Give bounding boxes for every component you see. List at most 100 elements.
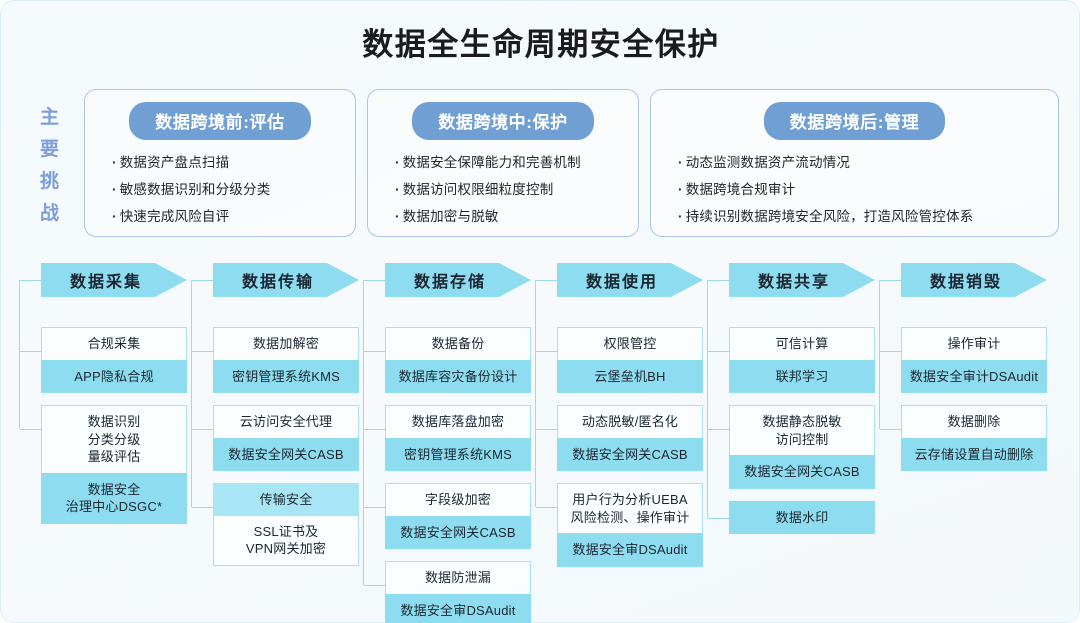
- challenges-label-char: 主: [39, 106, 60, 128]
- bracket-stub: [20, 280, 42, 281]
- stage-header[interactable]: 数据共享: [729, 263, 875, 297]
- challenge-item-list: 动态监测数据资产流动情况数据跨境合规审计持续识别数据跨境安全风险，打造风险管控体…: [665, 151, 1044, 225]
- group-head-cell[interactable]: 合规采集: [41, 327, 187, 360]
- stage-bracket-connector: [707, 280, 730, 519]
- challenge-item: 持续识别数据跨境安全风险，打造风险管控体系: [678, 205, 1044, 225]
- challenge-item: 动态监测数据资产流动情况: [678, 151, 1044, 171]
- challenge-item-list: 数据资产盘点扫描敏感数据识别和分级分类快速完成风险自评: [99, 151, 341, 225]
- group-head-cell[interactable]: 数据加解密: [213, 327, 359, 360]
- group-head-cell[interactable]: 数据备份: [385, 327, 531, 360]
- bracket-stub: [20, 429, 42, 431]
- group-head-cell[interactable]: 操作审计: [901, 327, 1047, 360]
- group-body-cell[interactable]: 数据安全审计DSAudit: [901, 359, 1047, 394]
- group-body-cell[interactable]: 数据库容灾备份设计: [385, 359, 531, 394]
- group-body-cell[interactable]: SSL证书及 VPN网关加密: [213, 515, 359, 566]
- challenge-pill: 数据跨境中:保护: [412, 102, 594, 140]
- group-head-cell[interactable]: 传输安全: [213, 483, 359, 516]
- group-body-cell[interactable]: APP隐私合规: [41, 359, 187, 394]
- group-body-cell[interactable]: 数据安全网关CASB: [557, 437, 703, 472]
- challenge-card-during: 数据跨境中:保护数据安全保障能力和完善机制数据访问权限细粒度控制数据加密与脱敏: [367, 89, 639, 237]
- stage-group: 可信计算联邦学习: [729, 327, 875, 394]
- bracket-stub: [880, 280, 902, 281]
- stage-bracket-connector: [19, 280, 42, 431]
- stage-group: 数据删除云存储设置自动删除: [901, 405, 1047, 472]
- stage-bracket-connector: [191, 280, 214, 509]
- group-body-cell[interactable]: 数据安全 治理中心DSGC*: [41, 472, 187, 524]
- challenge-item: 数据安全保障能力和完善机制: [395, 151, 624, 171]
- group-body-cell[interactable]: 数据安全网关CASB: [729, 455, 875, 489]
- group-head-cell[interactable]: 权限管控: [557, 327, 703, 360]
- page-title: 数据全生命周期安全保护: [362, 27, 720, 62]
- group-head-cell[interactable]: 数据删除: [901, 405, 1047, 438]
- stage-header[interactable]: 数据存储: [385, 263, 531, 297]
- lifecycle-column-6: 数据销毁操作审计数据安全审计DSAudit 数据删除云存储设置自动删除: [879, 263, 1047, 472]
- lifecycle-column-5: 数据共享可信计算联邦学习数据静态脱敏 访问控制数据安全网关CASB 数据水印: [707, 263, 875, 535]
- group-head-cell[interactable]: 动态脱敏/匿名化: [557, 405, 703, 438]
- stage-group: 动态脱敏/匿名化数据安全网关CASB: [557, 405, 703, 472]
- stage-bracket-connector: [879, 280, 902, 431]
- stage-header[interactable]: 数据销毁: [901, 263, 1047, 297]
- stage-group: 权限管控云堡垒机BH: [557, 327, 703, 394]
- bracket-stub: [192, 280, 214, 281]
- group-head-cell[interactable]: 数据静态脱敏 访问控制: [729, 405, 875, 456]
- stage-group-list: 操作审计数据安全审计DSAudit 数据删除云存储设置自动删除: [901, 327, 1047, 483]
- group-body-cell[interactable]: 云存储设置自动删除: [901, 437, 1047, 472]
- group-body-cell[interactable]: 数据安全审DSAudit: [557, 533, 703, 567]
- challenges-label-char: 挑: [39, 170, 60, 192]
- group-body-cell[interactable]: 密钥管理系统KMS: [385, 437, 531, 472]
- challenge-pill: 数据跨境前:评估: [129, 102, 311, 140]
- group-head-cell[interactable]: 可信计算: [729, 327, 875, 360]
- stage-header[interactable]: 数据使用: [557, 263, 703, 297]
- challenge-item-list: 数据安全保障能力和完善机制数据访问权限细粒度控制数据加密与脱敏: [382, 151, 624, 225]
- challenge-card-post: 数据跨境后:管理动态监测数据资产流动情况数据跨境合规审计持续识别数据跨境安全风险…: [650, 89, 1059, 237]
- stage-group: 数据识别 分类分级 量级评估数据安全 治理中心DSGC*: [41, 405, 187, 524]
- bracket-stub: [708, 280, 730, 281]
- stage-group: 字段级加密数据安全网关CASB: [385, 483, 531, 550]
- stage-group: 用户行为分析UEBA 风险检测、操作审计数据安全审DSAudit: [557, 483, 703, 567]
- stage-header[interactable]: 数据采集: [41, 263, 187, 297]
- group-body-cell[interactable]: 数据安全审DSAudit: [385, 593, 531, 623]
- bracket-stub: [192, 507, 214, 509]
- lifecycle-column-4: 数据使用权限管控云堡垒机BH 动态脱敏/匿名化数据安全网关CASB 用户行为分析UE…: [535, 263, 703, 567]
- group-head-cell[interactable]: 用户行为分析UEBA 风险检测、操作审计: [557, 483, 703, 534]
- challenges-label-char: 战: [39, 202, 60, 224]
- stage-group: 数据水印: [729, 500, 875, 535]
- bracket-stub: [536, 280, 558, 281]
- stage-group-list: 权限管控云堡垒机BH 动态脱敏/匿名化数据安全网关CASB 用户行为分析UEBA 风…: [557, 327, 703, 579]
- group-body-cell[interactable]: 数据安全网关CASB: [213, 437, 359, 472]
- bracket-stub: [536, 351, 558, 352]
- group-head-cell[interactable]: 云访问安全代理: [213, 405, 359, 438]
- group-head-cell[interactable]: 字段级加密: [385, 483, 531, 516]
- bracket-stub: [364, 585, 386, 587]
- group-solo-cell[interactable]: 数据水印: [729, 500, 875, 535]
- bracket-stub: [364, 351, 386, 352]
- group-head-cell[interactable]: 数据防泄漏: [385, 561, 531, 594]
- bracket-stub: [880, 351, 902, 352]
- bracket-stub: [536, 429, 558, 431]
- bracket-stub: [192, 429, 214, 431]
- challenge-item: 数据资产盘点扫描: [112, 151, 341, 171]
- challenges-label-char: 要: [39, 138, 60, 160]
- bracket-stub: [708, 517, 730, 519]
- group-body-cell[interactable]: 密钥管理系统KMS: [213, 359, 359, 394]
- stage-group: 数据库落盘加密密钥管理系统KMS: [385, 405, 531, 472]
- challenge-card-pre: 数据跨境前:评估数据资产盘点扫描敏感数据识别和分级分类快速完成风险自评: [84, 89, 356, 237]
- group-head-cell[interactable]: 数据识别 分类分级 量级评估: [41, 405, 187, 473]
- challenge-item: 数据访问权限细粒度控制: [395, 178, 624, 198]
- stage-header[interactable]: 数据传输: [213, 263, 359, 297]
- bracket-stub: [364, 507, 386, 509]
- group-body-cell[interactable]: 云堡垒机BH: [557, 359, 703, 394]
- challenge-item: 敏感数据识别和分级分类: [112, 178, 341, 198]
- group-head-cell[interactable]: 数据库落盘加密: [385, 405, 531, 438]
- group-body-cell[interactable]: 联邦学习: [729, 359, 875, 394]
- challenges-vertical-label: 主要挑战: [27, 89, 73, 237]
- group-body-cell[interactable]: 数据安全网关CASB: [385, 515, 531, 550]
- stage-group: 数据防泄漏数据安全审DSAudit: [385, 561, 531, 623]
- challenge-item: 快速完成风险自评: [112, 205, 341, 225]
